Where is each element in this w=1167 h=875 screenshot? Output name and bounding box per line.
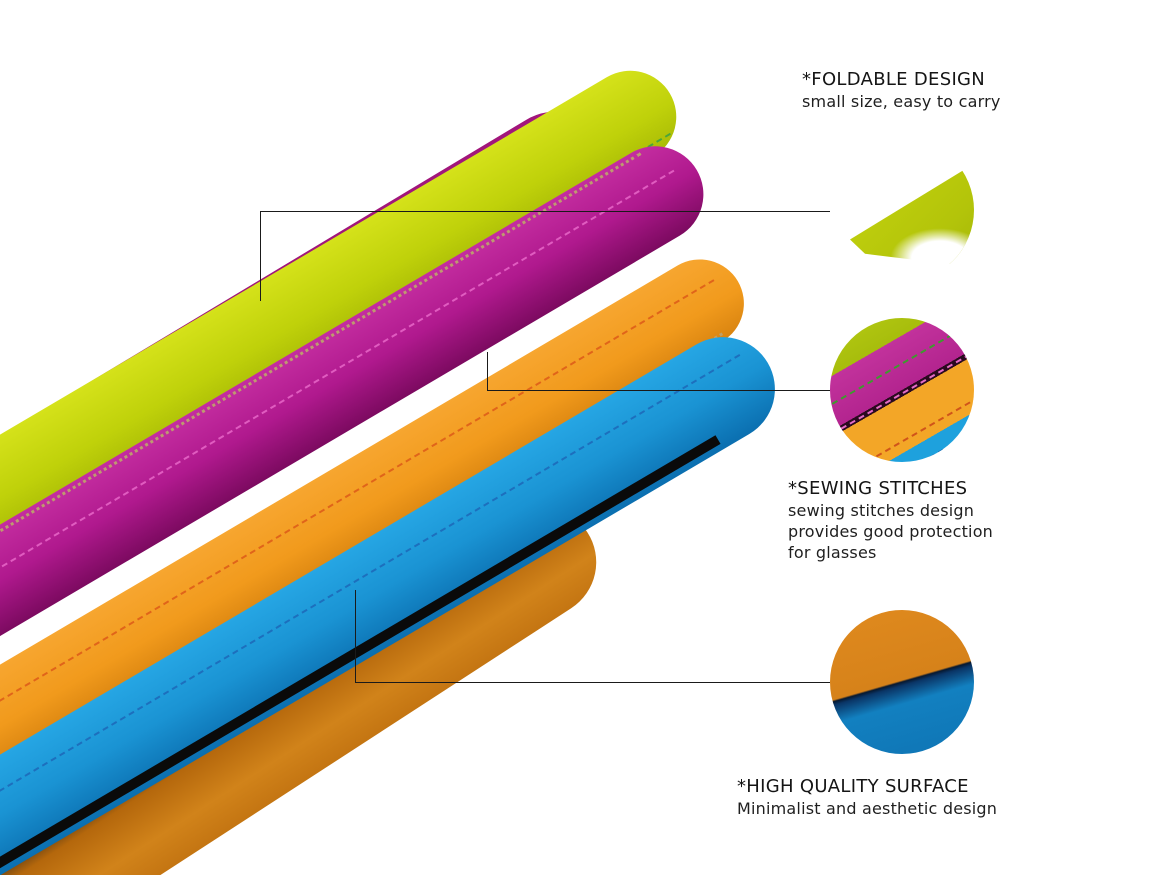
feature-sewing-stitches: *SEWING STITCHES sewing stitches design … bbox=[788, 478, 1018, 563]
feature-title: *FOLDABLE DESIGN bbox=[802, 69, 986, 90]
leader-line-stitches-vertical bbox=[487, 352, 488, 391]
closeup-fade bbox=[890, 228, 974, 282]
feature-description-line: provides good protection bbox=[788, 522, 994, 541]
feature-foldable-design: *FOLDABLE DESIGN small size, easy to car… bbox=[802, 69, 1001, 112]
feature-description: small size, easy to carry bbox=[802, 92, 1001, 111]
stitch-line bbox=[830, 338, 974, 440]
feature-title: *HIGH QUALITY SURFACE bbox=[737, 776, 969, 797]
leader-line-foldable-horizontal bbox=[260, 211, 830, 212]
feature-title: *SEWING STITCHES bbox=[788, 478, 968, 499]
feature-description-line: sewing stitches design bbox=[788, 501, 975, 520]
stitches-closeup-circle bbox=[830, 318, 974, 462]
foldable-closeup-circle bbox=[830, 138, 974, 282]
feature-description: Minimalist and aesthetic design bbox=[737, 799, 998, 818]
feature-high-quality-surface: *HIGH QUALITY SURFACE Minimalist and aes… bbox=[737, 776, 997, 819]
leader-line-surface-horizontal bbox=[355, 682, 830, 683]
leader-line-foldable-vertical bbox=[260, 211, 261, 301]
feature-description-line: for glasses bbox=[788, 543, 877, 562]
leader-line-stitches-horizontal bbox=[487, 390, 830, 391]
surface-closeup-circle bbox=[830, 610, 974, 754]
leader-line-surface-vertical bbox=[355, 590, 356, 683]
